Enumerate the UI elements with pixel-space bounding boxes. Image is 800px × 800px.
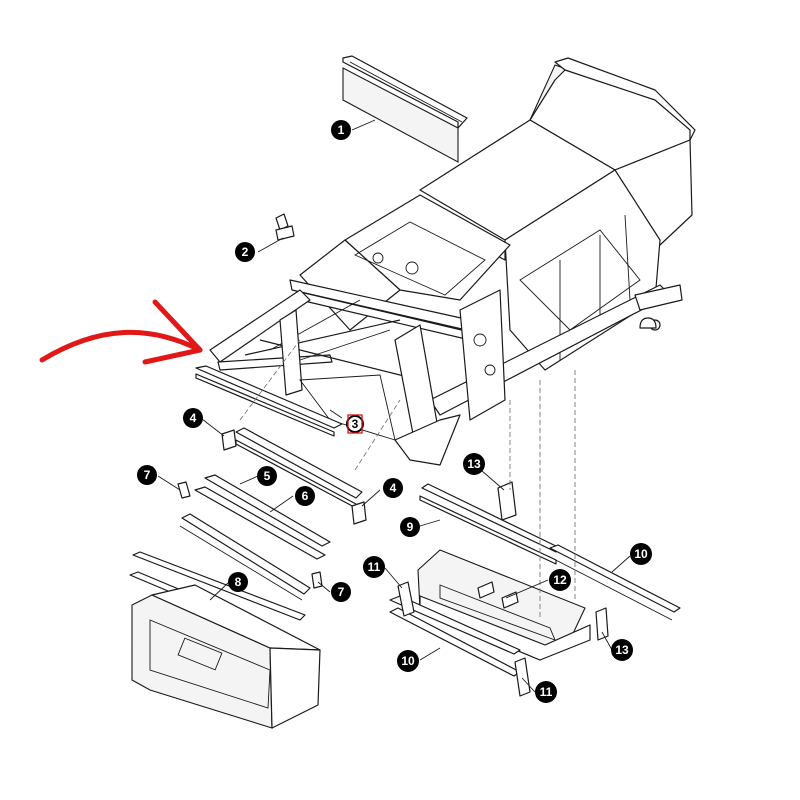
svg-text:9: 9: [407, 520, 414, 534]
part-3-strip: [195, 365, 343, 437]
callout-11a: 11: [363, 556, 385, 578]
callout-5: 5: [257, 466, 277, 486]
callout-8: 8: [228, 572, 248, 592]
right-lower-assembly: [389, 370, 681, 697]
svg-text:13: 13: [615, 643, 629, 657]
svg-text:13: 13: [467, 457, 481, 471]
callout-3: 3: [346, 414, 364, 434]
callout-7a: 7: [137, 465, 157, 485]
callout-10a: 10: [630, 543, 652, 565]
callout-7b: 7: [331, 582, 351, 602]
svg-text:6: 6: [302, 489, 309, 503]
callout-11b: 11: [535, 681, 557, 703]
svg-text:4: 4: [390, 481, 397, 495]
svg-text:1: 1: [338, 123, 345, 137]
callout-10b: 10: [397, 650, 419, 672]
part-8-box: [129, 551, 321, 729]
svg-text:2: 2: [242, 245, 249, 259]
front-assembly: [177, 339, 401, 601]
callout-6: 6: [295, 486, 315, 506]
svg-text:12: 12: [553, 573, 567, 587]
callout-4a: 4: [183, 408, 203, 428]
callout-4b: 4: [383, 478, 403, 498]
part-2-bracket: [257, 213, 295, 253]
svg-text:7: 7: [338, 585, 345, 599]
svg-text:3: 3: [352, 417, 359, 431]
callout-12: 12: [549, 569, 571, 591]
part-1-panel: [342, 55, 468, 163]
callout-13a: 13: [463, 453, 485, 475]
callout-13b: 13: [611, 639, 633, 661]
svg-text:10: 10: [634, 547, 648, 561]
svg-text:7: 7: [144, 468, 151, 482]
svg-text:5: 5: [264, 469, 271, 483]
callout-9: 9: [400, 517, 420, 537]
svg-text:10: 10: [401, 654, 415, 668]
callout-2: 2: [235, 242, 255, 262]
svg-text:8: 8: [235, 575, 242, 589]
highlight-arrow: [39, 299, 203, 365]
leader-lines: [157, 119, 631, 693]
svg-text:11: 11: [368, 560, 381, 574]
main-chassis: [209, 57, 696, 466]
svg-text:4: 4: [190, 411, 197, 425]
callout-1: 1: [331, 120, 351, 140]
svg-text:11: 11: [540, 685, 553, 699]
